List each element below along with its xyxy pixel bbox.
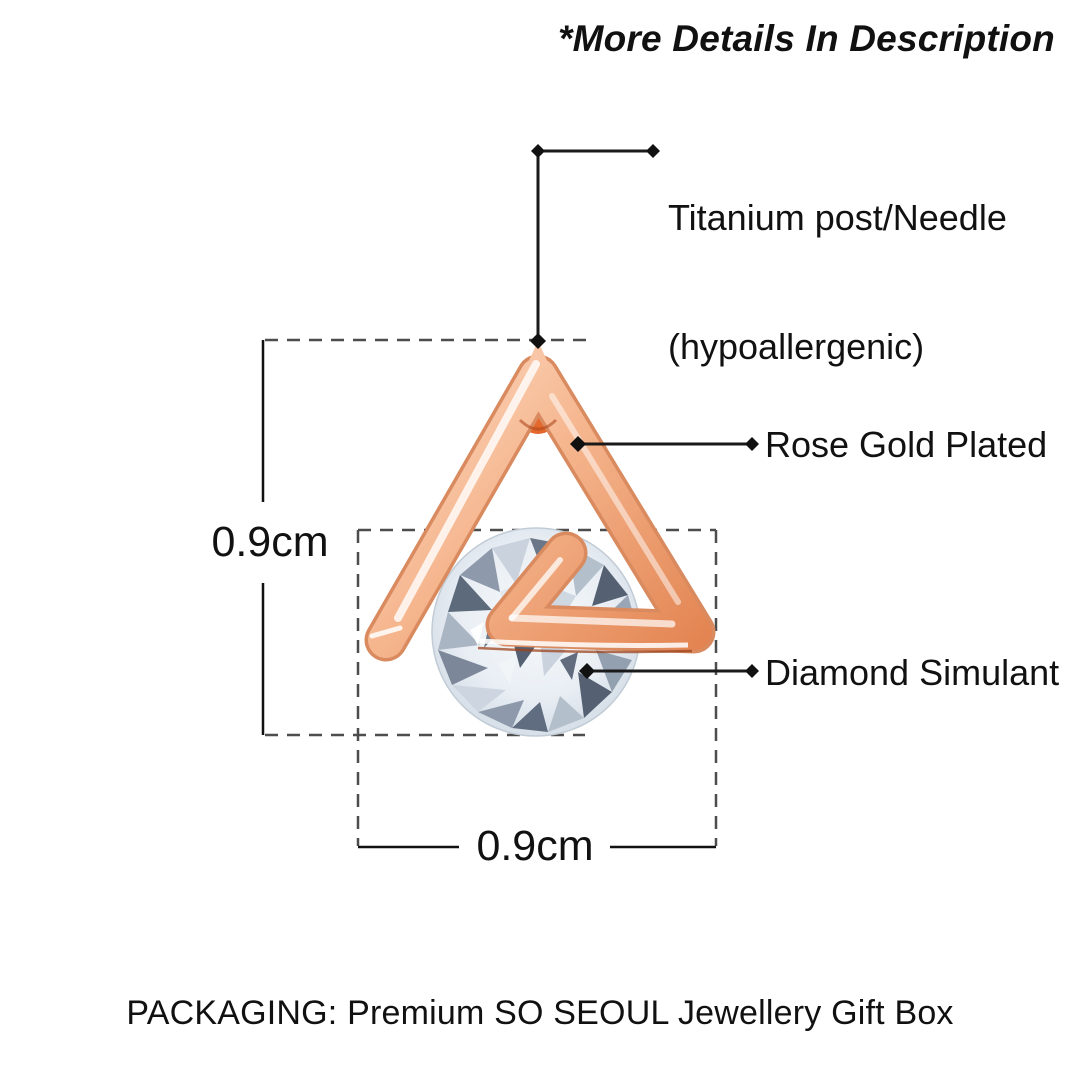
bar-highlight [508, 614, 676, 628]
packaging-note: PACKAGING: Premium SO SEOUL Jewellery Gi… [126, 994, 954, 1032]
notch-shadow [518, 418, 558, 431]
marker-diamond-icon [579, 663, 595, 679]
callout-post [530, 144, 660, 349]
inner-leg-highlight [509, 557, 563, 621]
callout-plating [570, 436, 759, 452]
height-value: 0.9cm [211, 518, 329, 566]
earring [364, 341, 716, 662]
left-leg-highlight [394, 360, 540, 622]
marker-diamond-icon [531, 144, 545, 158]
width-value: 0.9cm [476, 822, 594, 870]
foot-highlight [369, 625, 403, 639]
post-label: Titanium post/Needle (hypoallergenic) [668, 110, 1007, 454]
marker-diamond-icon [745, 664, 759, 678]
marker-diamond-icon [646, 144, 660, 158]
post-label-line2: (hypoallergenic) [668, 326, 925, 367]
marker-diamond-icon [570, 436, 586, 452]
plating-label: Rose Gold Plated [765, 424, 1048, 465]
post-label-line1: Titanium post/Needle [668, 197, 1007, 238]
marker-diamond-icon [530, 333, 546, 349]
details-note: *More Details In Description [558, 18, 1055, 59]
right-leg-highlight [549, 393, 681, 605]
bar-underline-dark [477, 646, 693, 654]
marker-diamond-icon [745, 437, 759, 451]
gem-label: Diamond Simulant [765, 652, 1060, 693]
callout-gem [579, 663, 759, 679]
bar-underline-white [479, 638, 689, 648]
